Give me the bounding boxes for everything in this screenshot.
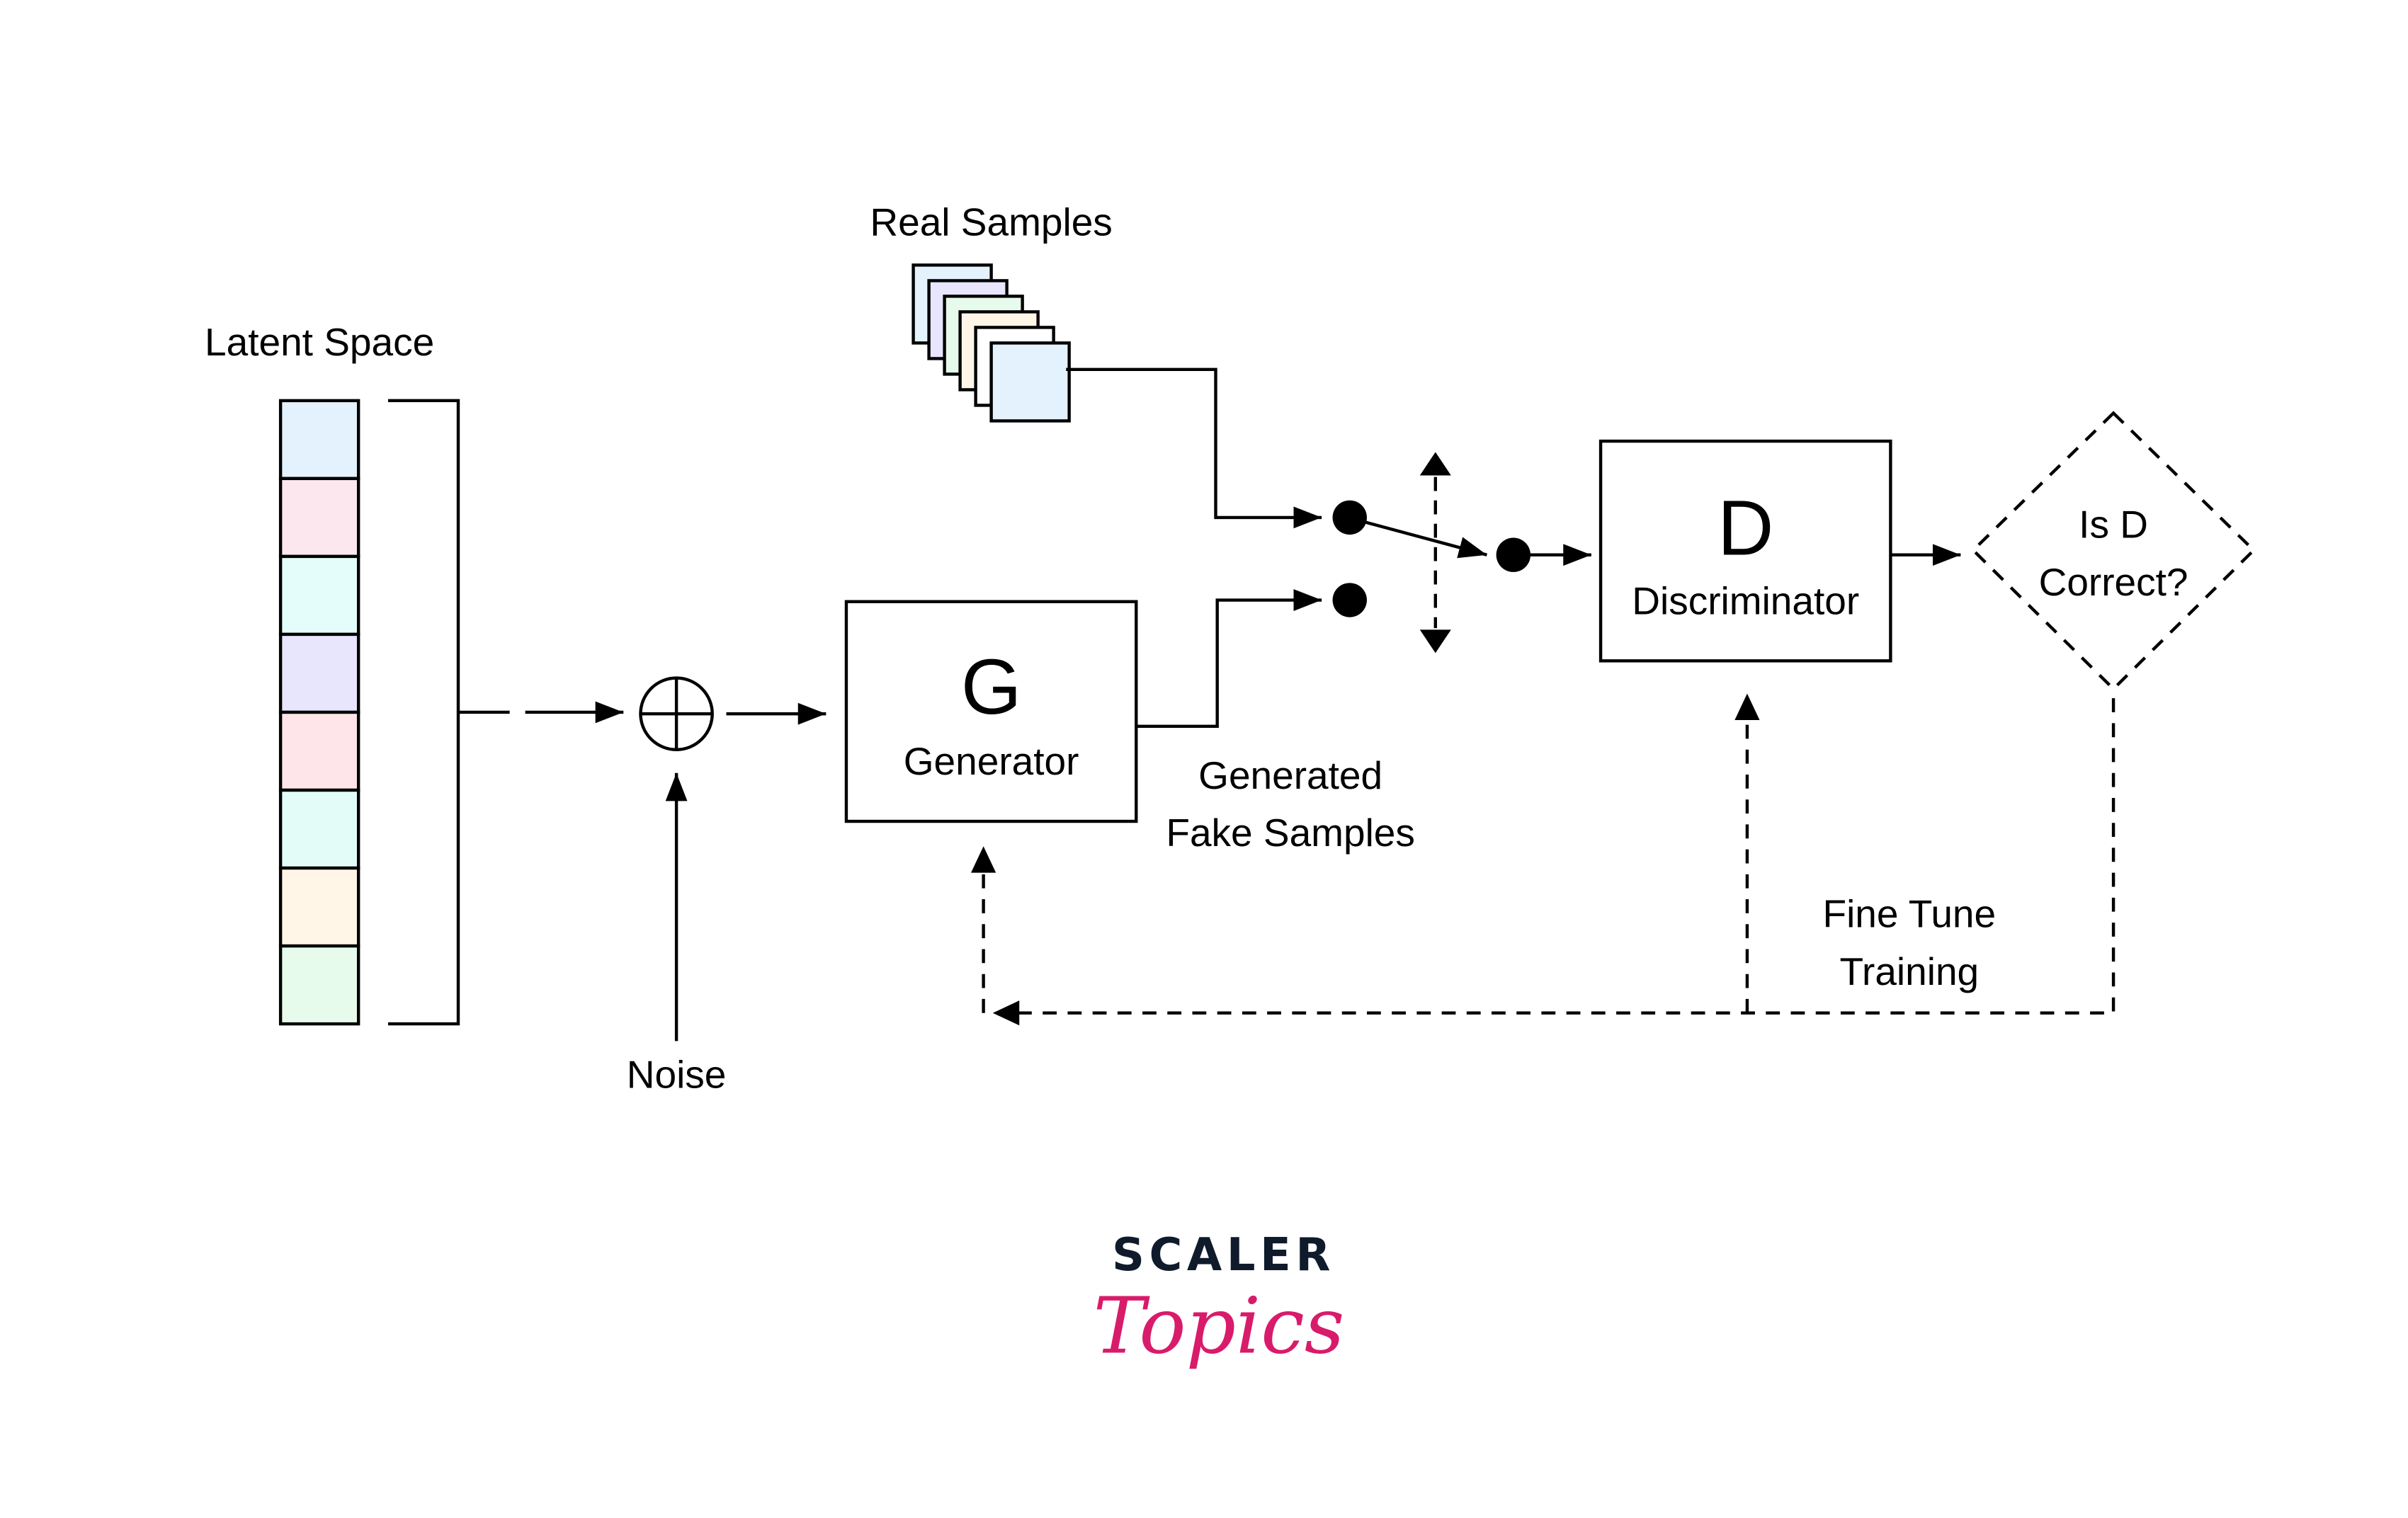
discriminator-box: D Discriminator — [1598, 439, 1892, 663]
real-sample-card — [989, 341, 1071, 423]
latent-cell — [278, 944, 360, 1026]
latent-cell — [278, 866, 360, 948]
feedback-label-line1: Fine Tune — [1822, 892, 1996, 936]
decision-label-line2: Correct? — [2039, 560, 2188, 604]
feedback-label-line2: Training — [1839, 949, 1979, 993]
fake-samples-label-line2: Fake Samples — [1166, 811, 1415, 855]
generator-output-arrow — [1136, 589, 1322, 728]
logo-topics-text: Topics — [1094, 1280, 1345, 1371]
real-samples-label: Real Samples — [870, 200, 1112, 244]
switch-down-arrow — [1419, 629, 1451, 654]
real-samples-arrow — [1066, 367, 1322, 529]
switch-output-node — [1496, 537, 1531, 572]
feedback-line — [1013, 698, 2115, 1015]
switch-fake-node — [1332, 583, 1367, 617]
discriminator-letter: D — [1717, 485, 1773, 572]
decision-diamond: Is D Correct? — [1970, 411, 2256, 692]
feedback-left-arrowhead — [992, 1000, 1020, 1026]
feedback-to-generator-arrowhead — [971, 846, 996, 873]
switch-lever — [1365, 520, 1487, 559]
real-samples-stack — [911, 263, 1071, 423]
generator-letter: G — [961, 644, 1022, 731]
latent-cell — [278, 632, 360, 714]
switch-real-node — [1332, 500, 1367, 535]
latent-space-label: Latent Space — [205, 320, 434, 364]
latent-vector — [278, 399, 360, 1026]
decision-label-line1: Is D — [2079, 503, 2148, 547]
feedback-to-discriminator-arrowhead — [1734, 693, 1760, 720]
latent-cell — [278, 710, 360, 792]
switch-up-arrow — [1419, 452, 1451, 476]
latent-cell — [278, 554, 360, 637]
latent-cell — [278, 399, 360, 481]
generator-box: G Generator — [844, 600, 1138, 823]
latent-cell — [278, 788, 360, 870]
noise-label: Noise — [627, 1052, 727, 1096]
latent-bracket — [387, 399, 460, 1026]
generator-label: Generator — [904, 739, 1079, 783]
fake-samples-label-line1: Generated — [1198, 753, 1382, 797]
discriminator-label: Discriminator — [1632, 578, 1859, 622]
latent-cell — [278, 476, 360, 559]
logo-scaler-text: SCALER — [1112, 1229, 1335, 1282]
scaler-topics-logo: SCALER Topics — [1094, 1229, 1345, 1371]
sum-node — [639, 676, 714, 751]
